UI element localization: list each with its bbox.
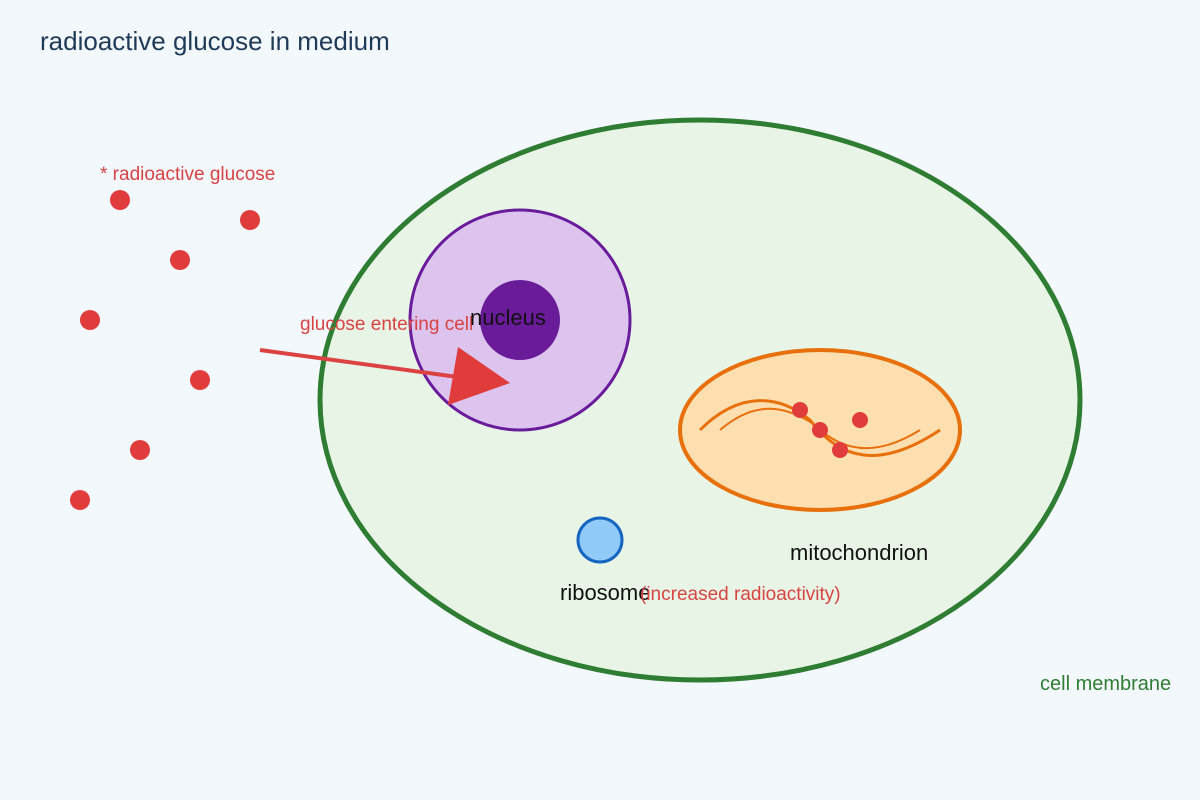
glucose-particle: [130, 440, 150, 460]
glucose-particle: [80, 310, 100, 330]
increased-radioactivity-label: (increased radioactivity): [640, 584, 841, 605]
mitochondrion-crista: [698, 399, 941, 457]
glucose-particle: [70, 490, 90, 510]
glucose-particle: [170, 250, 190, 270]
ribosome: [576, 516, 624, 564]
glucose-particle: [110, 190, 130, 210]
glucose-particle: [792, 402, 808, 418]
nucleus-label: nucleus: [470, 305, 546, 330]
arrow-head: [448, 347, 510, 405]
glucose-particle: [240, 210, 260, 230]
diagram-title: radioactive glucose in medium: [40, 26, 390, 56]
glucose-particle: [832, 442, 848, 458]
nucleolus: [480, 280, 560, 360]
arrow-shaft: [259, 348, 466, 380]
glucose-particle: [190, 370, 210, 390]
glucose-legend-label: * radioactive glucose: [100, 164, 275, 185]
mitochondrion: [678, 348, 962, 512]
glucose-particles: [70, 190, 260, 510]
glucose-particle: [852, 412, 868, 428]
ribosome-label: ribosome: [560, 580, 650, 605]
mitochondrion-label: mitochondrion: [790, 540, 928, 565]
cell-membrane-label: cell membrane: [1040, 673, 1171, 695]
glucose-particle: [812, 422, 828, 438]
glucose-entry-arrow: [259, 347, 510, 405]
arrow-label: glucose entering cell: [300, 314, 473, 335]
